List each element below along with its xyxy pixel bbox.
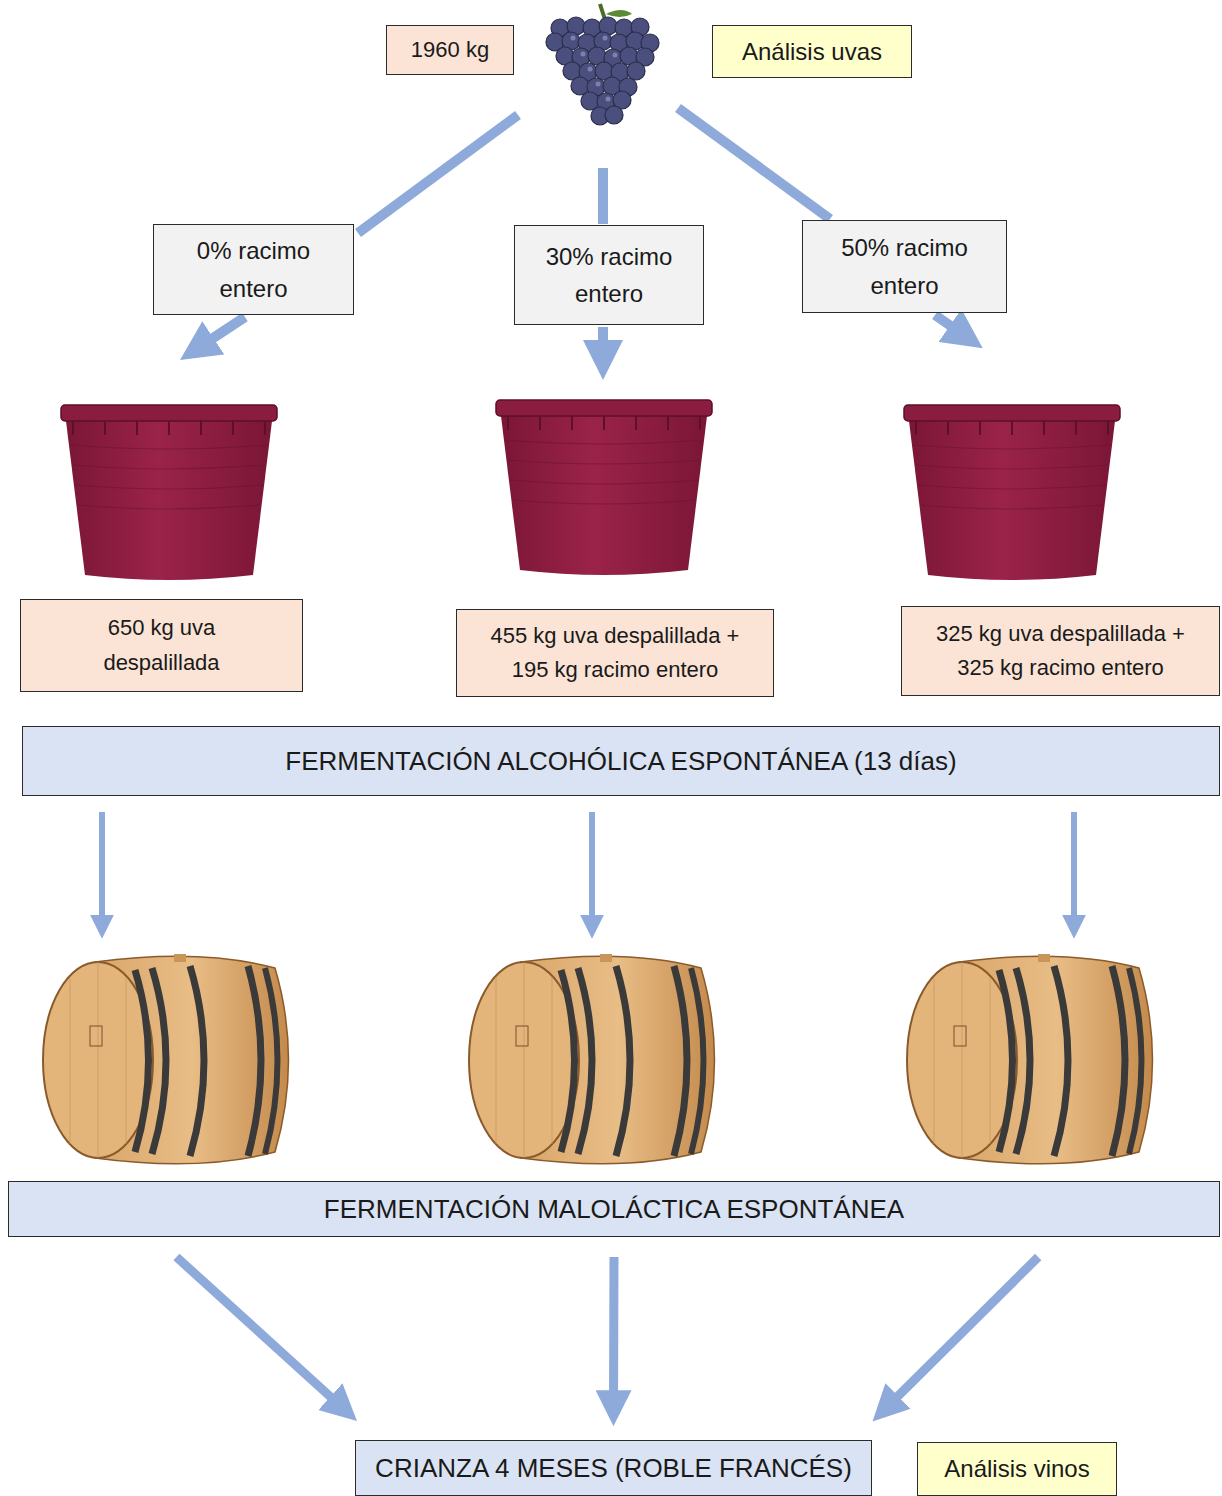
process-band: FERMENTACIÓN ALCOHÓLICA ESPONTÁNEA (13 d…: [22, 726, 1220, 796]
tub: [904, 405, 1120, 580]
quantity-box: 650 kg uva despalillada: [20, 599, 303, 692]
node-label: 455 kg uva despalillada + 195 kg racimo …: [470, 619, 760, 687]
quantity-box: 455 kg uva despalillada + 195 kg racimo …: [456, 609, 774, 697]
node-label: FERMENTACIÓN MALOLÁCTICA ESPONTÁNEA: [324, 1189, 904, 1229]
barrel: [469, 954, 715, 1164]
node-label: 30% racimo entero: [524, 238, 694, 312]
flow-arrow: [884, 1257, 1038, 1410]
option-box: 30% racimo entero: [514, 225, 704, 325]
tub: [496, 400, 712, 575]
quantity-box: 325 kg uva despalillada + 325 kg racimo …: [901, 606, 1220, 696]
barrel: [907, 954, 1153, 1164]
node-label: CRIANZA 4 MESES (ROBLE FRANCÉS): [375, 1448, 852, 1488]
flow-arrow: [176, 1257, 345, 1410]
node-label: 50% racimo entero: [820, 229, 990, 303]
analysis-box: Análisis vinos: [917, 1442, 1117, 1496]
barrel: [43, 954, 289, 1164]
node-label: 325 kg uva despalillada + 325 kg racimo …: [916, 617, 1206, 685]
node-label: 0% racimo entero: [174, 232, 334, 306]
option-box: 50% racimo entero: [802, 220, 1007, 313]
node-label: FERMENTACIÓN ALCOHÓLICA ESPONTÁNEA (13 d…: [285, 741, 956, 781]
process-band: FERMENTACIÓN MALOLÁCTICA ESPONTÁNEA: [8, 1181, 1220, 1237]
analysis-box: Análisis uvas: [712, 25, 912, 78]
node-label: 1960 kg: [411, 33, 489, 67]
flow-arrow: [609, 1257, 619, 1410]
grape-cluster: [546, 4, 659, 125]
node-label: Análisis vinos: [944, 1450, 1089, 1487]
option-box: 0% racimo entero: [153, 224, 354, 315]
process-band: CRIANZA 4 MESES (ROBLE FRANCÉS): [355, 1440, 872, 1496]
weight-box: 1960 kg: [386, 25, 514, 75]
node-label: Análisis uvas: [742, 33, 882, 70]
node-label: 650 kg uva despalillada: [87, 611, 237, 679]
tub: [61, 405, 277, 580]
